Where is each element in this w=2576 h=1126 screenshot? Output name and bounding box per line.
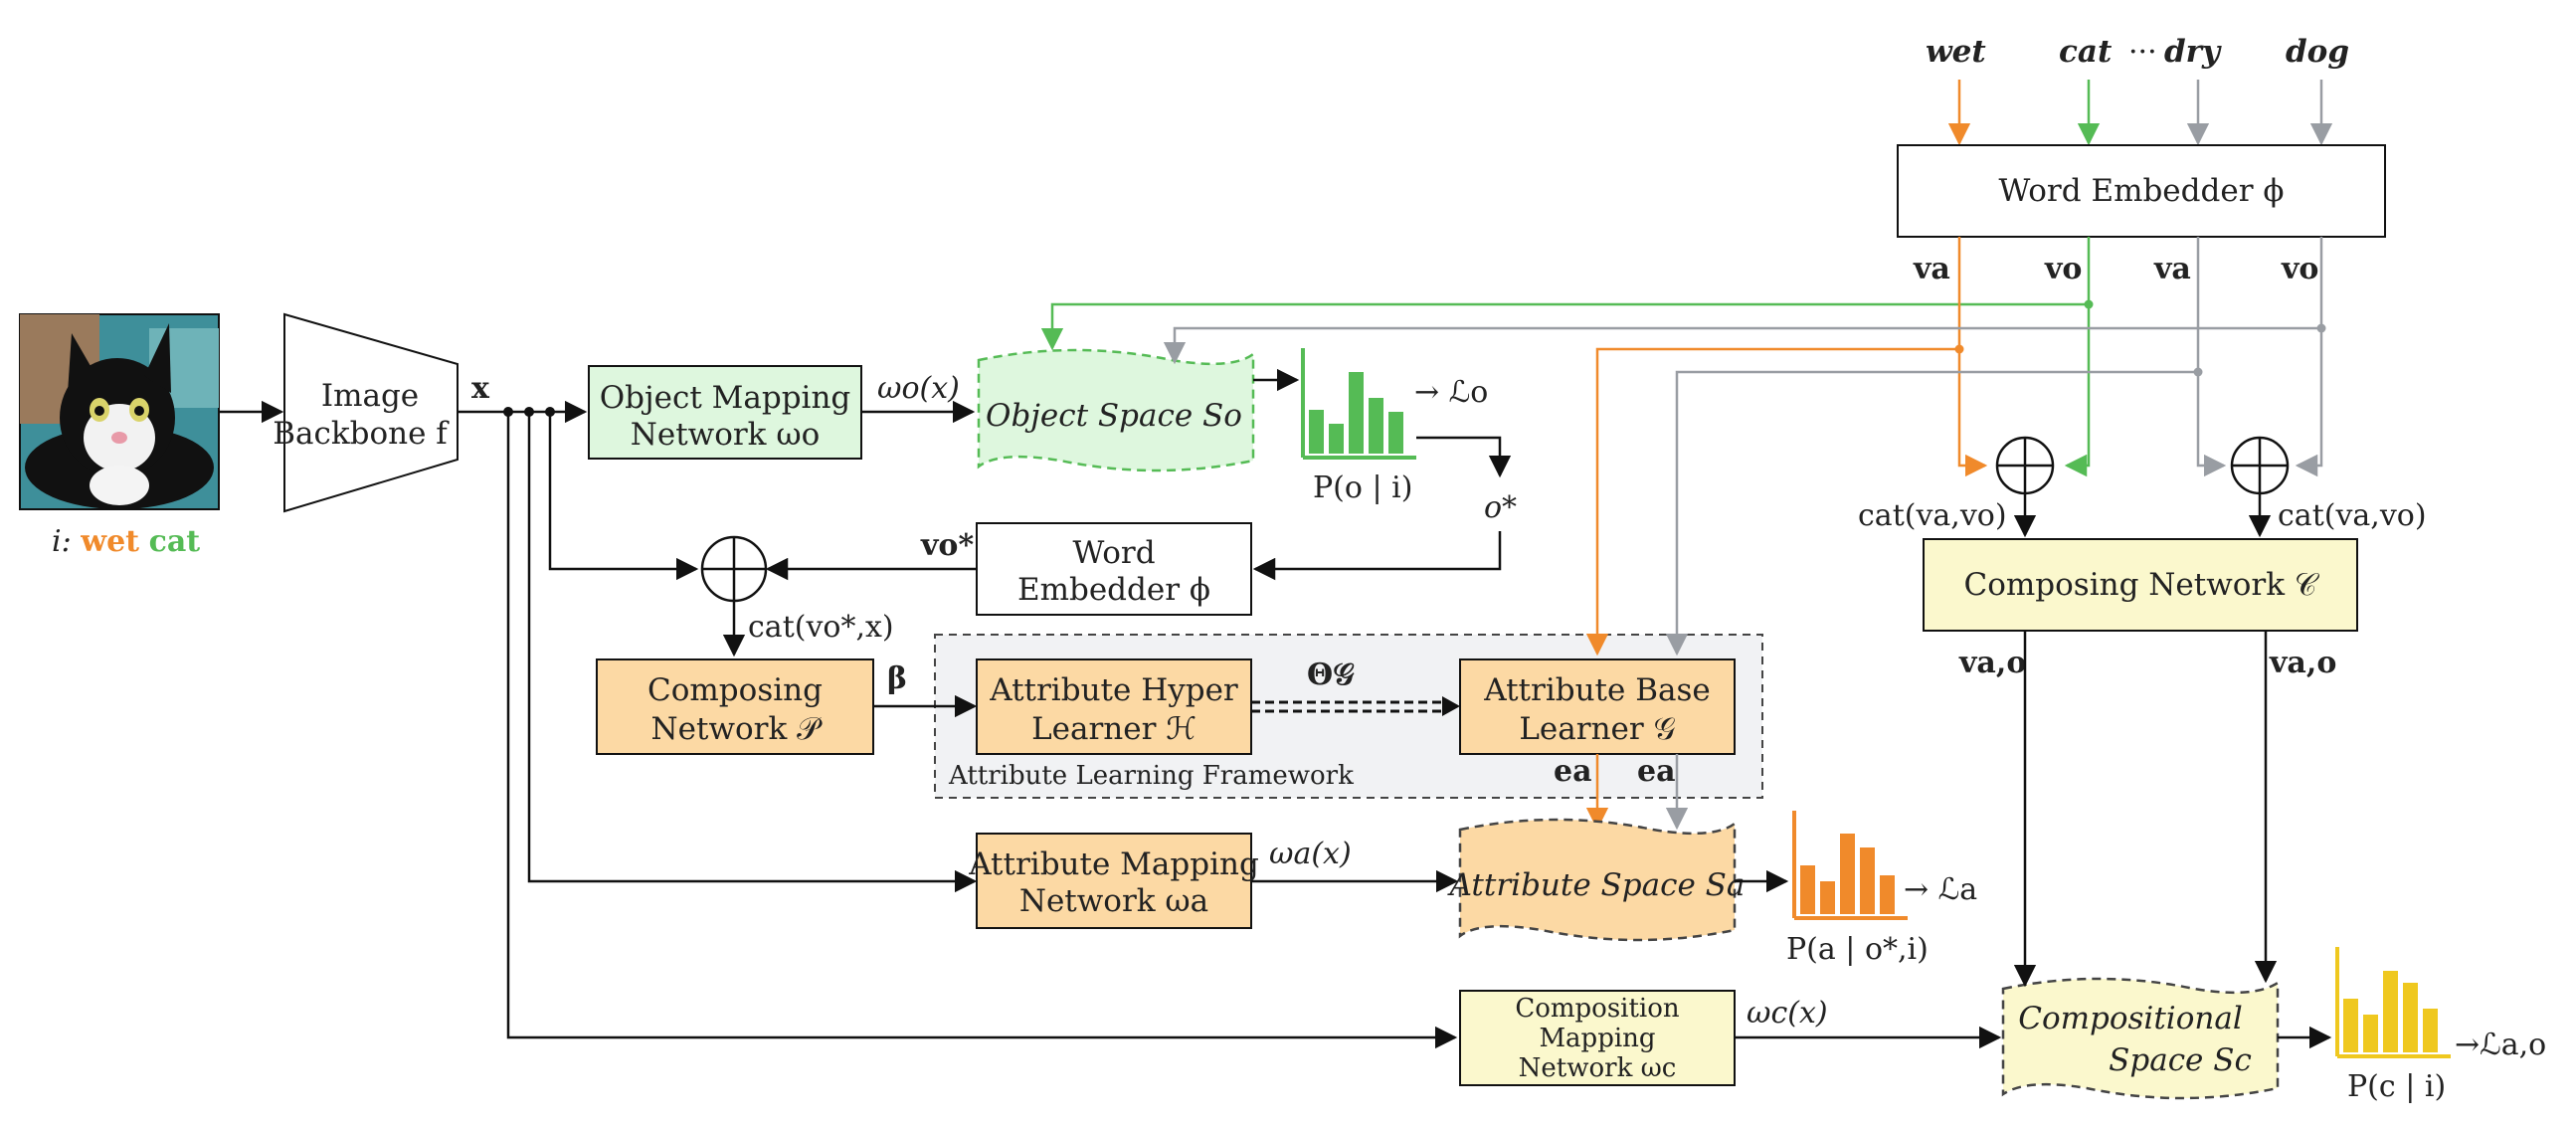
word-embedder-top-label: Word Embedder ϕ	[1999, 173, 2285, 209]
composing-network-p-box	[596, 658, 874, 755]
o-star-label: o*	[1484, 490, 1517, 525]
gray-junction-dot-1	[2316, 323, 2326, 333]
concat-circle-right-1	[1995, 436, 2055, 495]
orange-embedding-lines	[1585, 237, 1988, 657]
va-label-2: va	[2153, 252, 2191, 286]
histogram-to-ostar-arrow	[1416, 436, 1512, 478]
word-embedder-mid-label-2: Embedder ϕ	[1017, 572, 1210, 608]
e-a-label-2: ea	[1637, 754, 1676, 789]
word-cat: cat	[2059, 34, 2113, 70]
e-a-label-1: ea	[1554, 754, 1592, 789]
hyper-learner-label-2: Learner ℋ	[1031, 711, 1196, 747]
attr-mapping-label-2: Network ωa	[1019, 883, 1208, 919]
bus-junction-dots	[503, 407, 555, 417]
word-dots: ···	[2128, 35, 2157, 70]
framework-label: Attribute Learning Framework	[948, 761, 1354, 791]
composition-histogram	[2335, 947, 2451, 1058]
gray-junction-dot-2	[2193, 367, 2203, 377]
word-wet: wet	[1926, 34, 1986, 70]
cat-vo-star-x-label: cat(vo*,x)	[748, 610, 894, 645]
loss-ao-label: →ℒa,o	[2455, 1028, 2546, 1062]
composing-network-c-box	[1923, 538, 2358, 632]
feature-bus	[458, 400, 1458, 1049]
attribute-space-label: Attribute Space Sa	[1447, 867, 1746, 903]
cat-va-vo-label-2: cat(va,vo)	[2278, 498, 2427, 533]
object-mapping-label-2: Network ωo	[631, 417, 821, 453]
p-a-label: P(a | o*,i)	[1786, 932, 1929, 967]
hyper-learner-label-1: Attribute Hyper	[989, 672, 1238, 708]
image-backbone-block	[283, 312, 459, 513]
v-o-star-label: vo*	[920, 528, 974, 563]
concat-circle-right-2	[2230, 436, 2290, 495]
theta-g-arrowhead	[1442, 696, 1460, 716]
object-space-label: Object Space So	[986, 398, 1242, 434]
composing-p-label-2: Network 𝒫	[651, 711, 824, 747]
v-ao-label-2: va,o	[2269, 646, 2336, 680]
omega-o-x-label: ωo(x)	[877, 371, 960, 406]
base-learner-label-1: Attribute Base	[1483, 672, 1710, 708]
base-learner-label-2: Learner 𝒢	[1519, 711, 1675, 747]
object-mapping-network-box	[588, 365, 862, 460]
attribute-mapping-network-box	[976, 833, 1252, 929]
comp-mapping-label-2: Mapping	[1539, 1024, 1655, 1053]
vo-label-1: vo	[2044, 252, 2082, 286]
gray-embedding-lines	[1163, 237, 2323, 657]
theta-g-double-arrow	[1251, 700, 1448, 713]
compositional-space-shape	[2001, 977, 2280, 1100]
object-space-shape	[977, 348, 1255, 472]
green-junction-dot	[2084, 299, 2094, 309]
p-c-label: P(c | i)	[2347, 1069, 2446, 1104]
composing-p-label-1: Composing	[647, 672, 823, 708]
green-embedding-lines	[1040, 237, 2091, 477]
backbone-label-1: Image	[321, 378, 419, 414]
word-embedder-top-box	[1897, 144, 2386, 238]
beta-label: β	[887, 661, 907, 696]
word-dog: dog	[2286, 34, 2349, 70]
input-caption: i: wet cat	[52, 524, 200, 559]
attr-mapping-label-1: Attribute Mapping	[968, 846, 1259, 882]
attribute-histogram	[1792, 811, 1908, 920]
comp-mapping-label-3: Network ωc	[1519, 1053, 1677, 1083]
attribute-space-shape	[1458, 818, 1737, 942]
word-embedder-mid-box	[976, 522, 1252, 616]
comp-space-label-2: Space Sc	[2109, 1042, 2252, 1078]
p-o-label: P(o | i)	[1313, 470, 1412, 505]
attribute-base-learner-box	[1459, 658, 1736, 755]
word-embedder-mid-label-1: Word	[1072, 535, 1155, 571]
v-ao-label-1: va,o	[1958, 646, 2026, 680]
comp-space-label-1: Compositional	[2018, 1001, 2243, 1036]
object-histogram	[1301, 348, 1416, 460]
loss-a-label: → ℒa	[1904, 872, 1977, 907]
concat-circle-left	[700, 535, 768, 603]
ostar-to-embedder-arrow	[1252, 531, 1502, 581]
omega-a-x-label: ωa(x)	[1269, 837, 1352, 871]
orange-junction-dot	[1954, 344, 1964, 354]
loss-o-label: → ℒo	[1414, 375, 1488, 410]
backbone-label-2: Backbone f	[273, 416, 450, 452]
input-cat-image	[19, 313, 220, 510]
cat-va-vo-label-1: cat(va,vo)	[1858, 498, 2007, 533]
object-mapping-label-1: Object Mapping	[600, 380, 851, 416]
theta-g-label: Θ𝒢	[1307, 657, 1355, 692]
omega-c-x-label: ωc(x)	[1747, 996, 1828, 1031]
composing-c-label: Composing Network 𝒞	[1964, 567, 2320, 603]
word-dry: dry	[2164, 34, 2222, 70]
attribute-hyper-learner-box	[976, 658, 1252, 755]
comp-mapping-label-1: Composition	[1515, 994, 1680, 1024]
composition-mapping-network-box	[1459, 990, 1736, 1086]
x-feature-label: x	[471, 371, 490, 406]
va-label-1: va	[1913, 252, 1950, 286]
vo-label-2: vo	[2281, 252, 2318, 286]
